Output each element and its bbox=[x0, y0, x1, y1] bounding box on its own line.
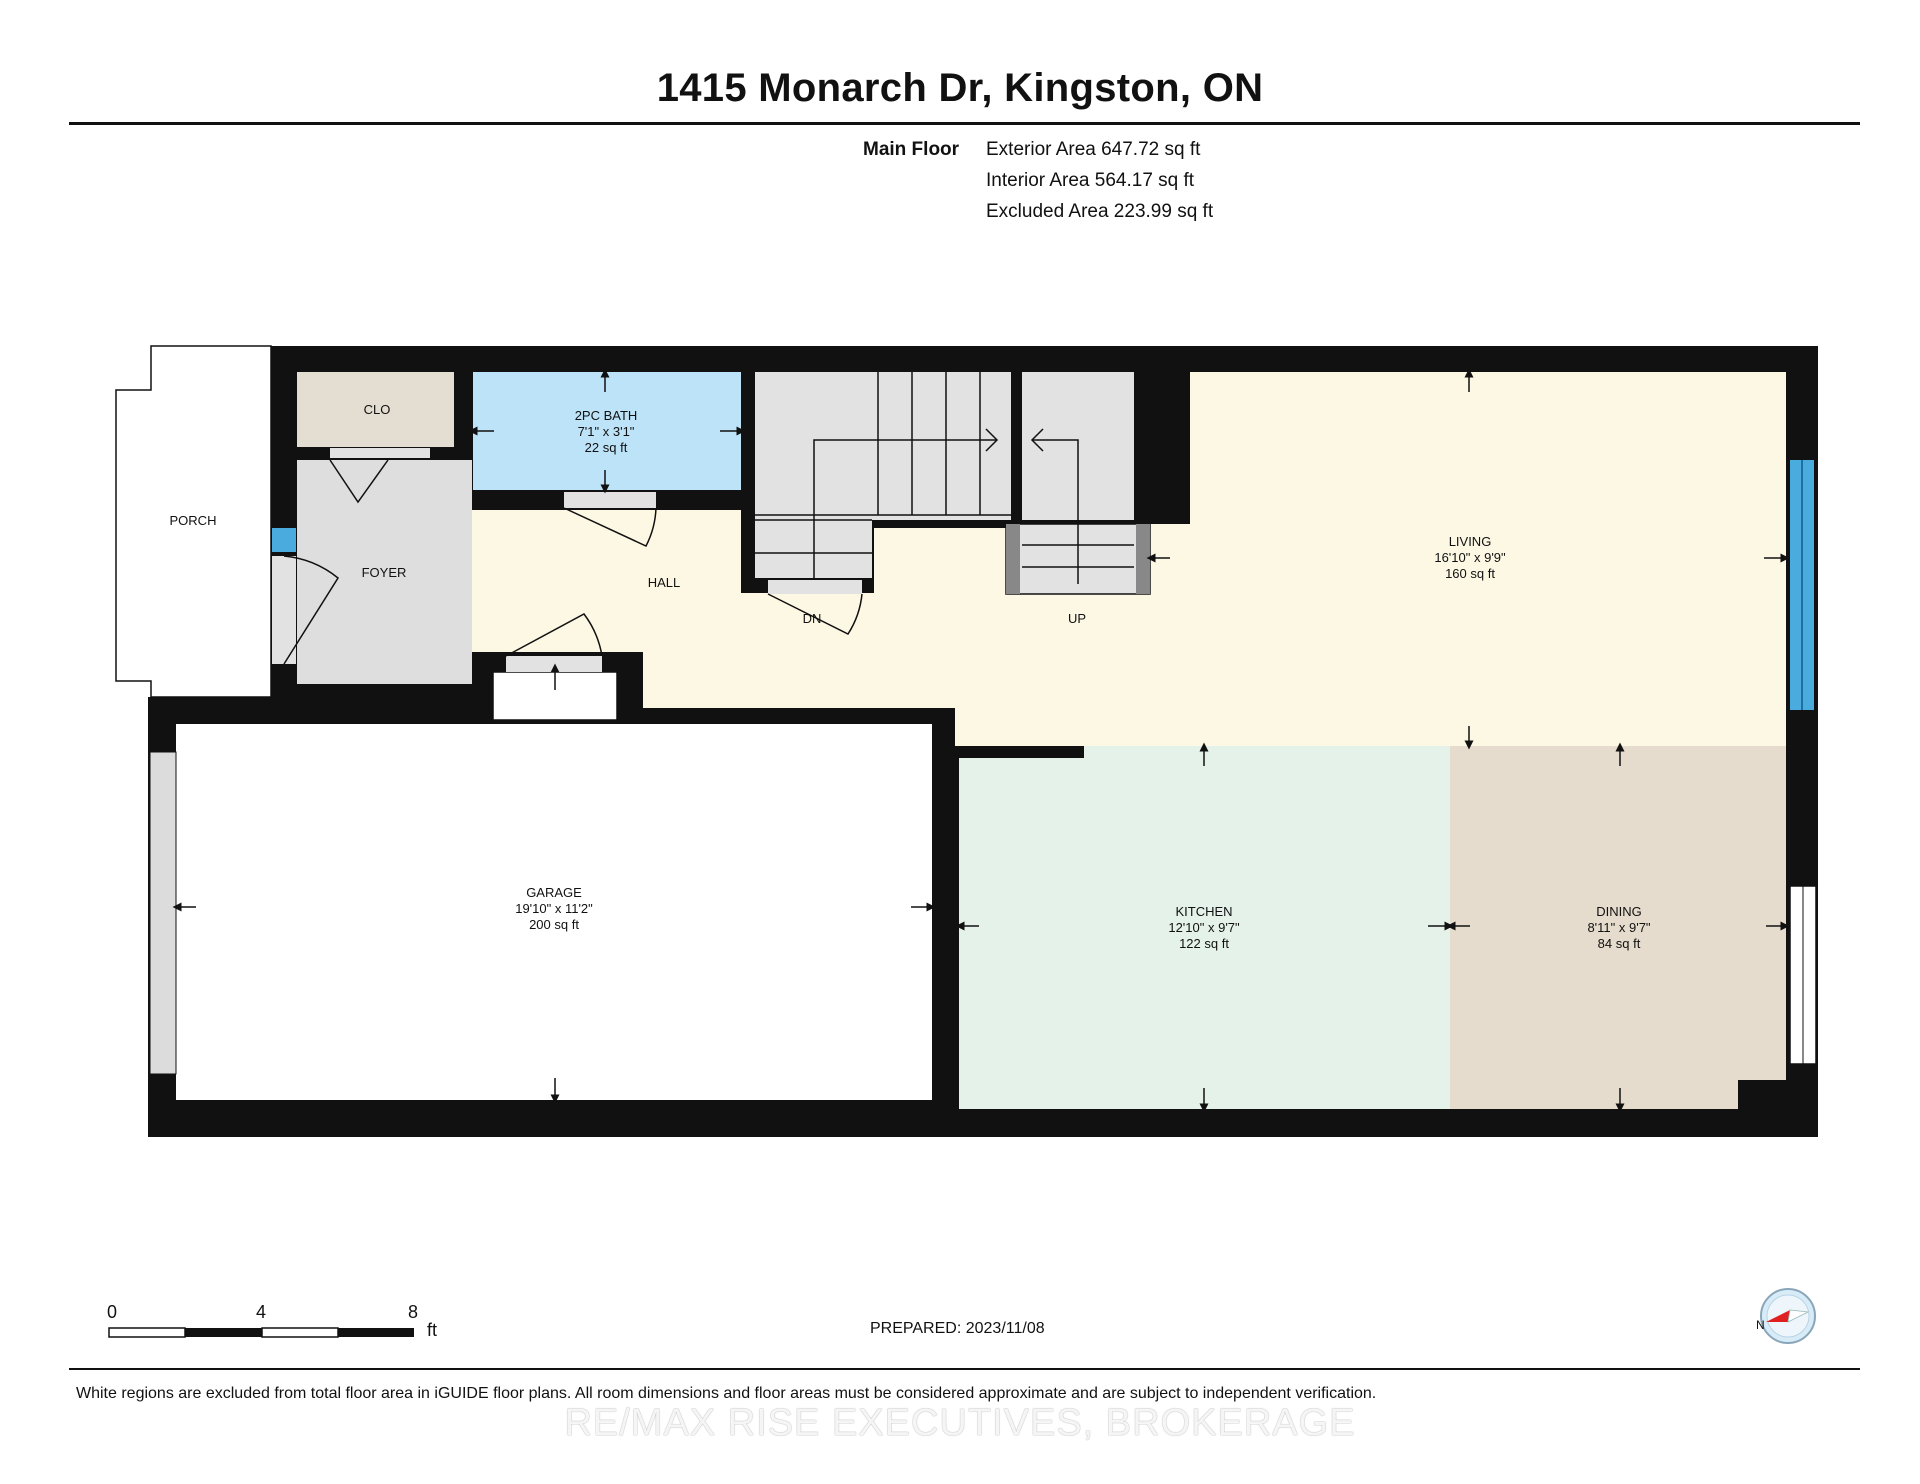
compass-north-label: N bbox=[1756, 1318, 1765, 1332]
garage-door-sill bbox=[506, 656, 602, 672]
stairs-down-label: DN bbox=[803, 611, 822, 626]
foyer-window bbox=[272, 528, 296, 552]
page-title: 1415 Monarch Dr, Kingston, ON bbox=[656, 66, 1264, 110]
interior-area: Interior Area 564.17 sq ft bbox=[986, 170, 1195, 191]
clo-label: CLO bbox=[364, 402, 391, 417]
disclaimer-text: White regions are excluded from total fl… bbox=[76, 1385, 1377, 1402]
footer-divider bbox=[69, 1368, 1860, 1370]
bath-door-sill bbox=[564, 492, 656, 508]
hall-label: HALL bbox=[648, 575, 681, 590]
living-area: 160 sq ft bbox=[1445, 566, 1495, 581]
stair-run-lower bbox=[755, 372, 1011, 520]
header-divider bbox=[69, 122, 1860, 125]
bath-dims: 7'1" x 3'1" bbox=[578, 424, 635, 439]
dining-dims: 8'11" x 9'7" bbox=[1587, 920, 1650, 935]
stair-door-swing bbox=[767, 593, 863, 635]
scale-label-8: 8 bbox=[408, 1302, 419, 1322]
dining-area: 84 sq ft bbox=[1598, 936, 1641, 951]
bath-door-swing bbox=[563, 507, 657, 547]
foyer-label: FOYER bbox=[362, 565, 407, 580]
living-label: LIVING bbox=[1449, 534, 1492, 549]
garage-door-opening bbox=[149, 751, 177, 1075]
living-dims: 16'10" x 9'9" bbox=[1434, 550, 1506, 565]
kitchen-dims: 12'10" x 9'7" bbox=[1168, 920, 1240, 935]
living-kitchen-wall bbox=[955, 746, 1084, 758]
stair-path-up bbox=[1032, 439, 1079, 584]
dining-label: DINING bbox=[1596, 904, 1642, 919]
scale-unit: ft bbox=[427, 1320, 438, 1340]
kitchen-label: KITCHEN bbox=[1175, 904, 1232, 919]
stair-rail-right bbox=[1136, 524, 1150, 594]
exterior-area: Exterior Area 647.72 sq ft bbox=[986, 139, 1201, 160]
kitchen-room bbox=[959, 746, 1450, 1109]
excluded-area: Excluded Area 223.99 sq ft bbox=[986, 201, 1214, 222]
stair-rail-left bbox=[1006, 524, 1020, 594]
dining-room bbox=[1450, 746, 1786, 1109]
bath-room bbox=[473, 372, 741, 490]
clo-door-swing bbox=[329, 459, 389, 504]
foyer-room bbox=[297, 460, 472, 684]
front-door-swing bbox=[283, 555, 339, 665]
garage-dims: 19'10" x 11'2" bbox=[515, 901, 593, 916]
porch-label: PORCH bbox=[170, 513, 217, 528]
clo-door-track bbox=[330, 448, 430, 458]
garage-label: GARAGE bbox=[526, 885, 582, 900]
porch-outline bbox=[115, 345, 272, 698]
stair-arrow-dn bbox=[985, 428, 999, 452]
bath-area: 22 sq ft bbox=[585, 440, 628, 455]
dimension-arrows bbox=[172, 368, 1790, 1113]
stair-door-sill bbox=[768, 580, 862, 594]
scale-bar bbox=[108, 1327, 414, 1338]
scale-label-4: 4 bbox=[256, 1302, 267, 1322]
kitchen-area: 122 sq ft bbox=[1179, 936, 1229, 951]
prepared-date: PREPARED: 2023/11/08 bbox=[870, 1320, 1045, 1337]
garage-area: 200 sq ft bbox=[529, 917, 579, 932]
garage-room bbox=[176, 724, 932, 1100]
living-room bbox=[1190, 372, 1786, 746]
clo-room bbox=[297, 372, 454, 447]
brokerage-watermark: RE/MAX RISE EXECUTIVES, BROKERAGE bbox=[564, 1402, 1356, 1444]
bath-label: 2PC BATH bbox=[575, 408, 638, 423]
scale-label-0: 0 bbox=[107, 1302, 118, 1322]
garage-door-swing bbox=[505, 613, 603, 657]
compass-icon: N bbox=[1756, 1288, 1816, 1344]
stair-path-dn bbox=[813, 439, 997, 584]
front-door-opening bbox=[272, 556, 296, 664]
stairs-up-label: UP bbox=[1068, 611, 1086, 626]
stair-arrow-up bbox=[1030, 428, 1044, 452]
floor-label: Main Floor bbox=[863, 139, 960, 160]
